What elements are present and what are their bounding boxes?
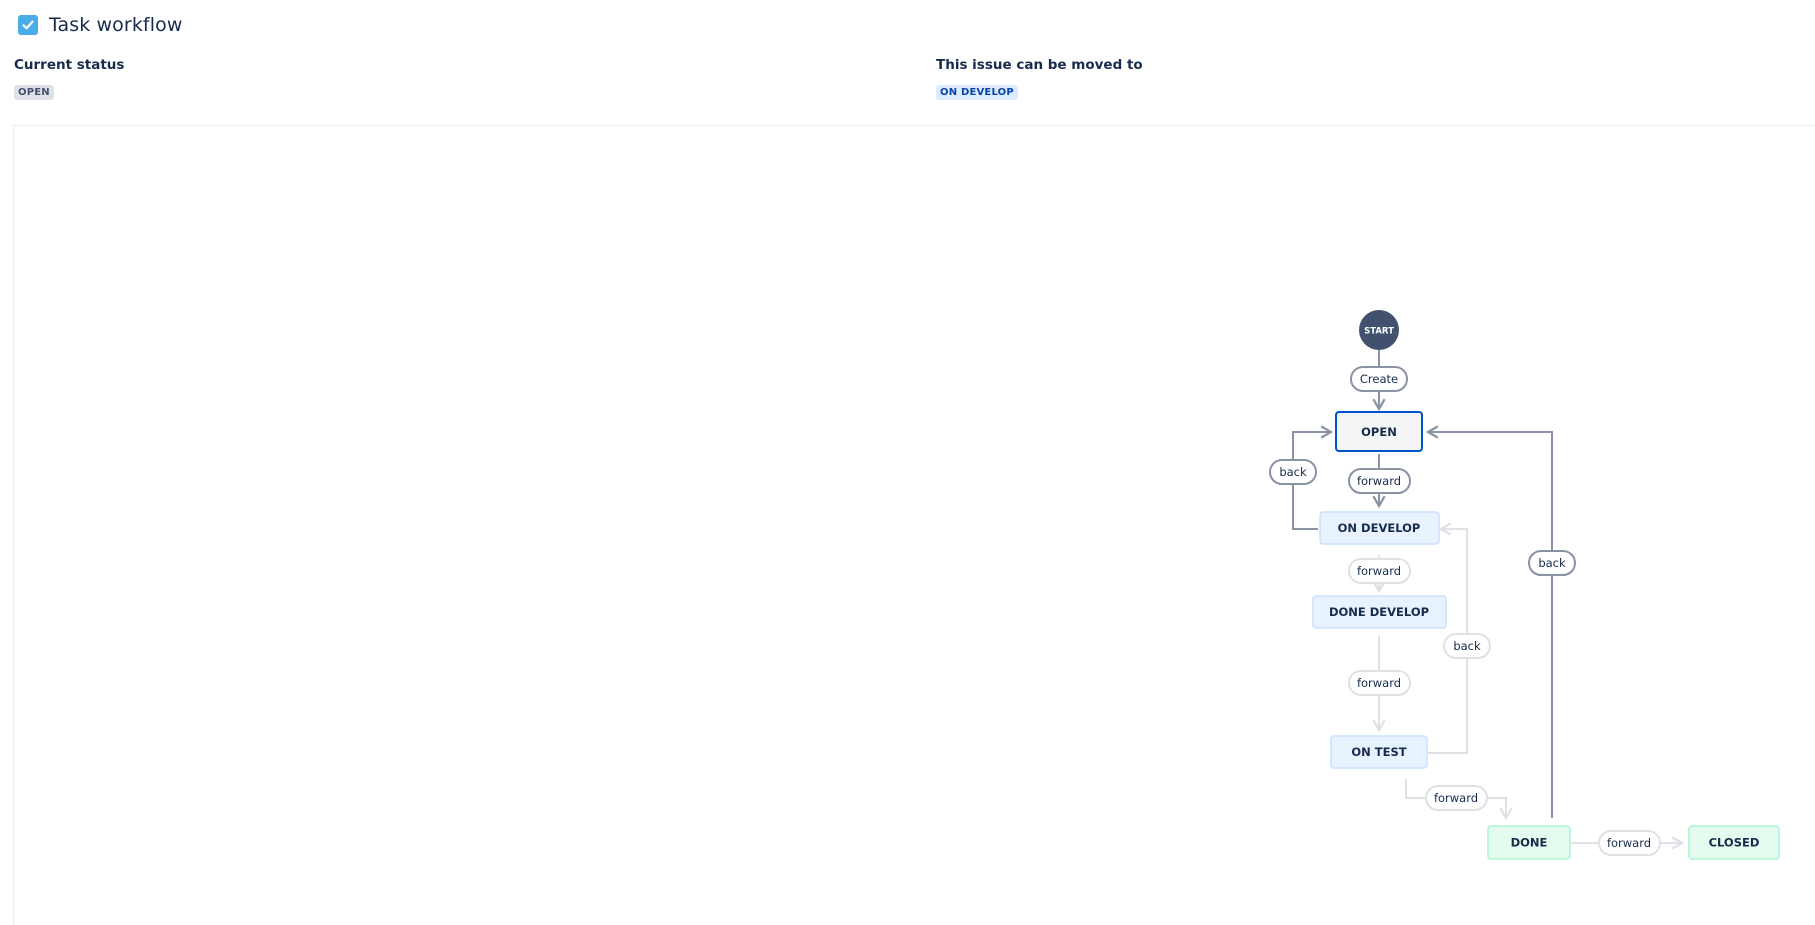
status-on-develop[interactable]: ON DEVELOP — [1319, 511, 1440, 545]
status-open-label: OPEN — [1361, 425, 1397, 439]
transitions-section: This issue can be moved to ON DEVELOP — [936, 57, 1143, 100]
header: Task workflow — [18, 14, 182, 36]
status-done[interactable]: DONE — [1487, 825, 1571, 860]
current-status-label: Current status — [14, 57, 125, 73]
transition-on-develop-button[interactable]: ON DEVELOP — [936, 85, 1018, 100]
status-open[interactable]: OPEN — [1335, 411, 1423, 452]
current-status-section: Current status OPEN — [14, 57, 124, 100]
status-done-label: DONE — [1511, 836, 1548, 850]
current-status-badge: OPEN — [14, 85, 54, 100]
status-closed[interactable]: CLOSED — [1688, 825, 1780, 860]
workflow-diagram-frame — [13, 125, 1815, 925]
transitions-label: This issue can be moved to — [936, 57, 1143, 73]
status-on-test-label: ON TEST — [1351, 745, 1406, 759]
page-title: Task workflow — [49, 14, 183, 36]
checkbox-icon — [18, 15, 38, 35]
status-on-develop-label: ON DEVELOP — [1338, 521, 1421, 535]
status-closed-label: CLOSED — [1709, 836, 1760, 850]
status-done-develop[interactable]: DONE DEVELOP — [1312, 595, 1447, 629]
status-done-develop-label: DONE DEVELOP — [1329, 605, 1429, 619]
status-on-test[interactable]: ON TEST — [1330, 735, 1428, 769]
